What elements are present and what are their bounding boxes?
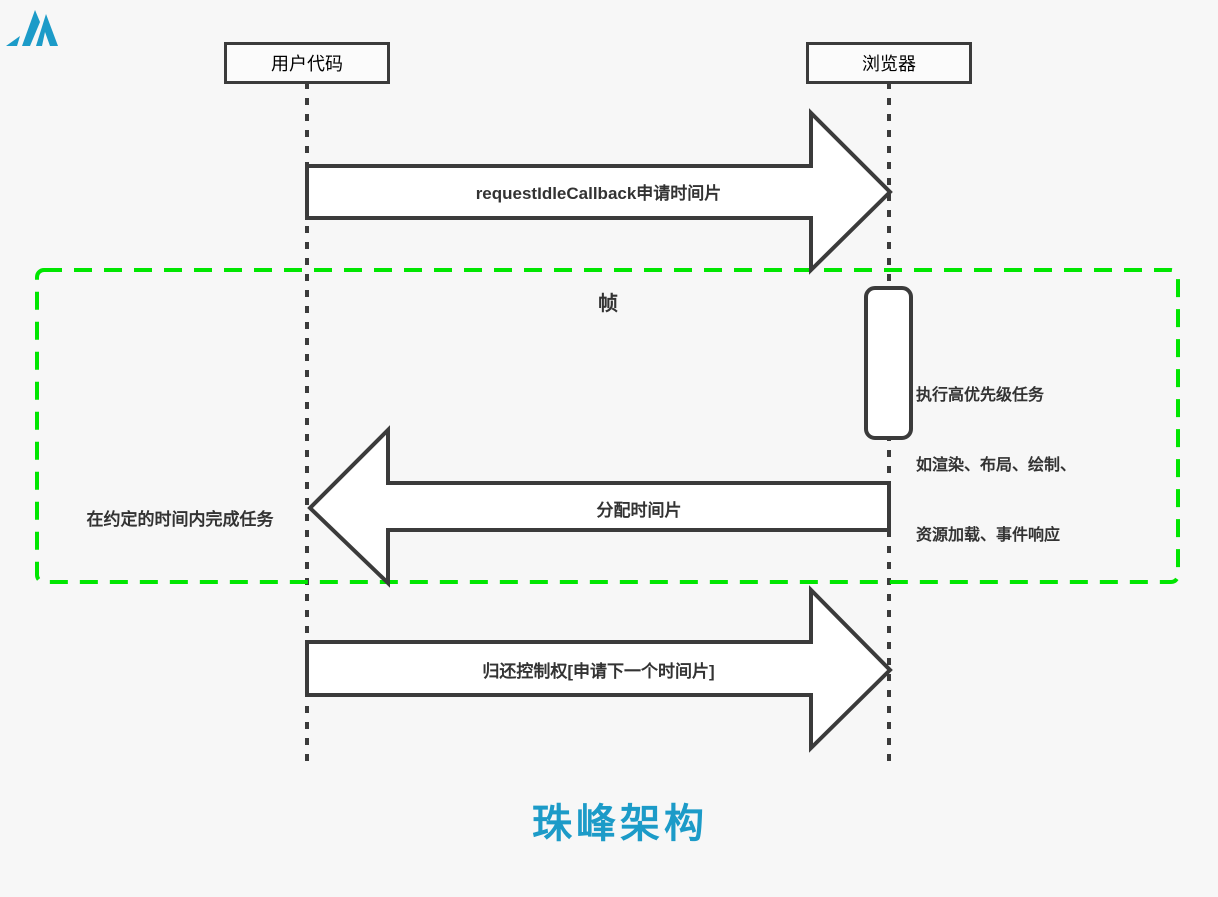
actor-label-browser: 浏览器 xyxy=(862,54,916,74)
activation-bar-browser xyxy=(864,286,913,440)
note-line-1: 执行高优先级任务 xyxy=(916,387,1045,405)
note-user-code-complete-task: 在约定的时间内完成任务 xyxy=(86,510,274,529)
frame-box-zhen xyxy=(35,268,1180,584)
mountain-icon xyxy=(6,10,58,46)
watermark-logo: 珠峰架构 xyxy=(468,793,708,855)
message-label-request-idle-callback: requestIdleCallback申请时间片 xyxy=(475,184,722,203)
actor-label-user-code: 用户代码 xyxy=(271,54,343,74)
logo-icon-spacer xyxy=(468,798,522,850)
arrow-request-idle-callback xyxy=(305,108,893,275)
note-line-2: 如渲染、布局、绘制、 xyxy=(916,456,1077,474)
arrow-return-control xyxy=(305,585,893,753)
message-label-allocate-time-slice: 分配时间片 xyxy=(596,501,682,520)
message-label-return-control: 归还控制权[申请下一个时间片] xyxy=(482,662,715,681)
watermark-logo-text: 珠峰架构 xyxy=(532,802,708,846)
arrow-allocate-time-slice xyxy=(307,425,891,588)
frame-label-zhen: 帧 xyxy=(598,293,618,315)
actor-box-user-code: 用户代码 xyxy=(224,42,390,84)
note-browser-activation: 执行高优先级任务 如渲染、布局、绘制、 资源加载、事件响应 xyxy=(916,338,1146,593)
actor-box-browser: 浏览器 xyxy=(806,42,972,84)
note-line-3: 资源加载、事件响应 xyxy=(916,526,1061,544)
